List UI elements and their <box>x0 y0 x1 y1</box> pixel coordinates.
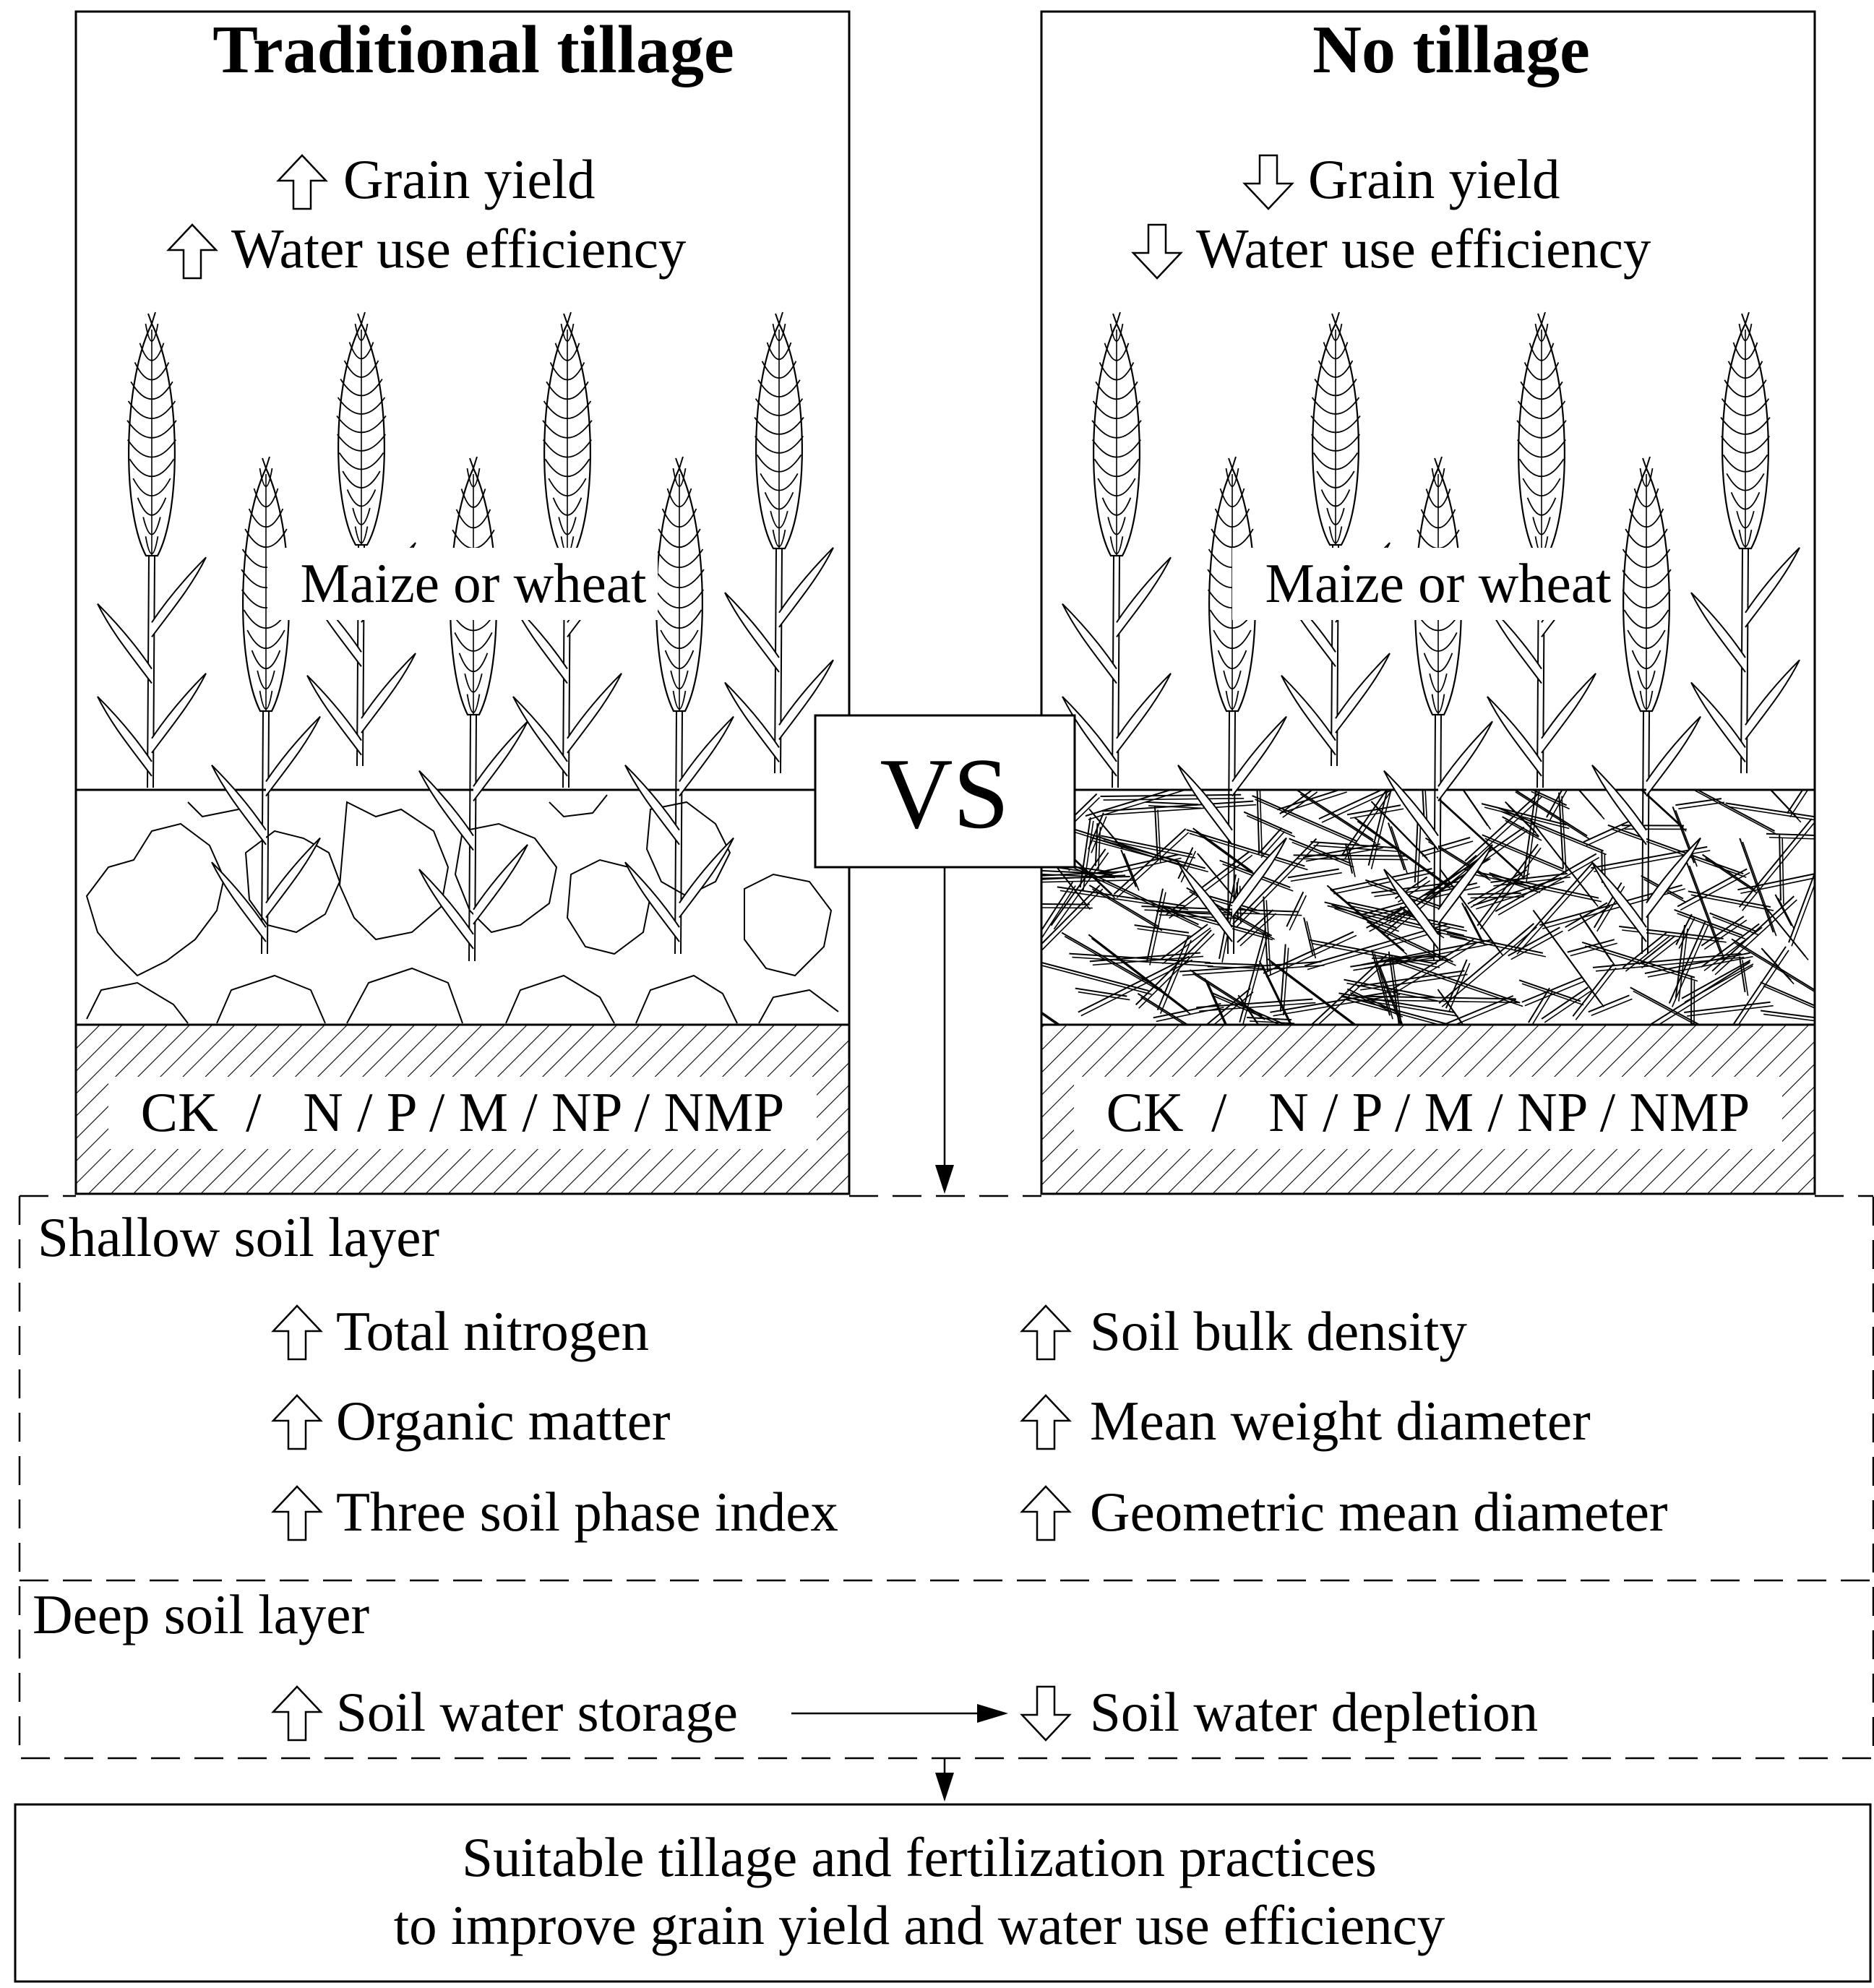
left-treatments: CK / N / P / M / NP / NMP <box>141 1081 785 1143</box>
conclusion-line-1: Suitable tillage and fertilization pract… <box>462 1826 1377 1888</box>
up-arrow-icon <box>273 1687 321 1740</box>
shallow-item-total-nitrogen: Total nitrogen <box>273 1300 649 1362</box>
deep-item-label: Soil water depletion <box>1090 1681 1538 1743</box>
shallow-layer-heading: Shallow soil layer <box>38 1206 439 1268</box>
traditional-tillage-panel: Traditional tillage Grain yield Water us… <box>76 12 849 1194</box>
up-arrow-icon <box>1022 1486 1070 1540</box>
versus-label: VS <box>880 738 1010 850</box>
right-effect-grain-yield: Grain yield <box>1245 148 1560 210</box>
up-arrow-icon <box>168 225 216 278</box>
right-effect-wue: Water use efficiency <box>1133 218 1651 280</box>
wheat-plant-icon <box>307 312 416 766</box>
conclusion-box: Suitable tillage and fertilization pract… <box>15 1804 1870 1981</box>
up-arrow-icon <box>278 155 326 209</box>
down-arrow-icon <box>1022 1687 1070 1740</box>
shallow-item-three-soil-phase: Three soil phase index <box>273 1481 838 1543</box>
left-effect-wue: Water use efficiency <box>168 218 687 280</box>
wheat-plant-icon <box>98 312 206 788</box>
shallow-item-gmd: Geometric mean diameter <box>1022 1481 1668 1543</box>
soil-effects-dashed-frame <box>20 1196 1873 1758</box>
left-crop-row <box>98 312 833 961</box>
right-crop-row <box>1062 312 1800 961</box>
shallow-item-bulk-density: Soil bulk density <box>1022 1300 1467 1362</box>
storage-to-depletion-arrow <box>791 1704 1008 1723</box>
right-effect-label: Grain yield <box>1308 148 1560 210</box>
crop-residue-mulch <box>989 758 1864 1064</box>
up-arrow-icon <box>273 1395 321 1449</box>
deep-item-label: Soil water storage <box>336 1681 738 1743</box>
wheat-plant-icon <box>1281 312 1390 766</box>
deep-layer-heading: Deep soil layer <box>33 1583 369 1645</box>
shallow-item-label: Mean weight diameter <box>1090 1390 1591 1452</box>
wheat-plant-icon <box>1691 312 1800 773</box>
shallow-item-label: Total nitrogen <box>336 1300 649 1362</box>
no-tillage-panel: No tillage Grain yield Water use efficie… <box>989 12 1864 1194</box>
shallow-item-label: Geometric mean diameter <box>1090 1481 1668 1543</box>
shallow-item-mwd: Mean weight diameter <box>1022 1390 1591 1452</box>
up-arrow-icon <box>273 1306 321 1359</box>
shallow-item-label: Three soil phase index <box>336 1481 838 1543</box>
wheat-plant-icon <box>725 312 833 773</box>
right-crop-label: Maize or wheat <box>1265 552 1612 614</box>
right-treatments: CK / N / P / M / NP / NMP <box>1106 1081 1750 1143</box>
left-panel-title: Traditional tillage <box>212 12 734 87</box>
up-arrow-icon <box>1022 1395 1070 1449</box>
versus-to-soil-arrow <box>935 867 954 1194</box>
down-arrow-icon <box>1245 155 1292 209</box>
deep-item-water-storage: Soil water storage <box>273 1681 738 1743</box>
left-effect-label: Water use efficiency <box>231 218 687 280</box>
up-arrow-icon <box>273 1486 321 1540</box>
left-effect-grain-yield: Grain yield <box>278 148 596 210</box>
up-arrow-icon <box>1022 1306 1070 1359</box>
wheat-plant-icon <box>419 457 528 961</box>
deep-item-water-depletion: Soil water depletion <box>1022 1681 1538 1743</box>
soil-to-conclusion-arrow <box>935 1758 954 1802</box>
left-effect-label: Grain yield <box>343 148 596 210</box>
wheat-plant-icon <box>212 457 320 954</box>
shallow-item-label: Soil bulk density <box>1090 1300 1467 1362</box>
down-arrow-icon <box>1133 225 1181 278</box>
conclusion-line-2: to improve grain yield and water use eff… <box>394 1894 1445 1956</box>
wheat-plant-icon <box>1062 312 1171 788</box>
right-effect-label: Water use efficiency <box>1196 218 1651 280</box>
shallow-item-organic-matter: Organic matter <box>273 1390 671 1452</box>
versus-box: VS <box>815 715 1075 867</box>
right-panel-title: No tillage <box>1312 12 1590 87</box>
shallow-item-label: Organic matter <box>336 1390 671 1452</box>
left-crop-label: Maize or wheat <box>301 552 647 614</box>
soil-effects-box: Shallow soil layer Total nitrogen Organi… <box>20 1196 1873 1758</box>
